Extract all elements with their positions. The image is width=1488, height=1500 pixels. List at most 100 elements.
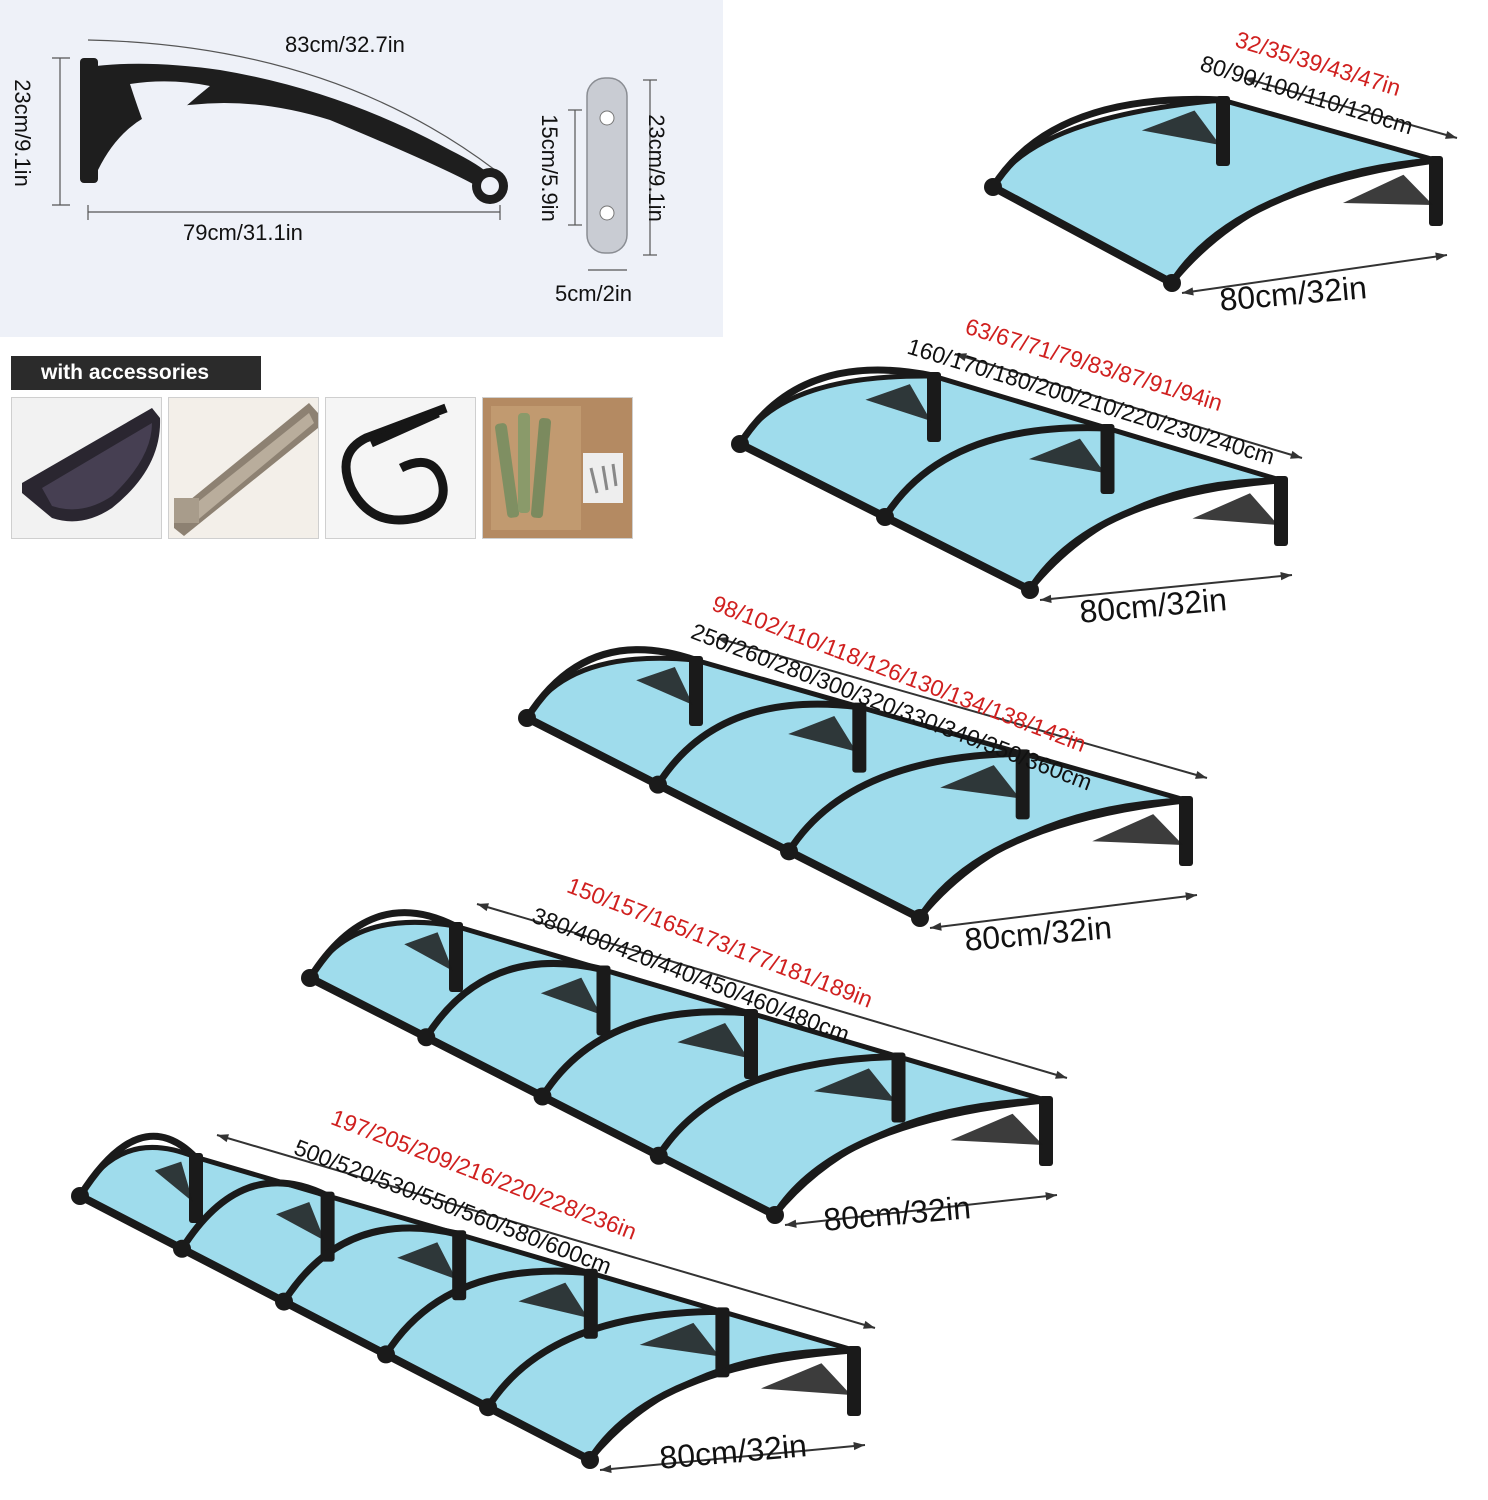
canopy-1-bracket-arm	[990, 95, 1223, 189]
canopy-3-bracket-end	[780, 842, 798, 861]
canopy-3-bracket-arm	[917, 796, 1186, 920]
accessory-anchors	[482, 397, 633, 539]
canopy-5-bracket-end	[173, 1239, 191, 1258]
canopy-2-bracket-arm	[882, 424, 1107, 519]
canopy-3-bracket-web	[788, 716, 857, 752]
canopy-1-bracket-end	[1163, 274, 1181, 292]
canopy-4-bracket-arm	[423, 959, 604, 1040]
canopy-5-bracket-web	[397, 1242, 457, 1280]
canopy-1-depth: 80cm/32in	[1218, 269, 1369, 318]
canopy-2-depth-arrow-head	[1280, 572, 1292, 581]
canopy-2-bracket-plate	[1100, 424, 1115, 494]
canopy-3-bracket-end	[518, 709, 536, 727]
canopy-3-cm: 250/260/280/300/320/330/340/350/360cm	[687, 618, 1096, 796]
canopy-2-bracket-end	[1021, 581, 1039, 599]
canopy-1-bracket-end	[984, 178, 1002, 196]
canopy-5-bracket-arm	[179, 1179, 329, 1251]
accessory-seal	[325, 397, 476, 539]
plate-height-label: 23cm/9.1in	[643, 114, 669, 222]
canopy-3-bracket-plate	[689, 656, 703, 726]
canopy-3-bracket-web	[940, 765, 1020, 799]
canopy-5-bracket-plate	[715, 1307, 730, 1378]
drain-gutter-icon	[12, 398, 161, 538]
canopy-5-panel	[77, 1144, 856, 1463]
canopy-5-bracket-end	[479, 1398, 497, 1417]
canopy-1-width-arrow-head	[1445, 130, 1457, 139]
canopy-1-bracket-web	[1141, 110, 1220, 145]
canopy-5-bracket-arm	[77, 1132, 198, 1198]
canopy-1-bracket-plate	[1216, 96, 1230, 166]
accessories-header: with accessories	[11, 356, 261, 390]
canopy-1-bracket-plate	[1429, 156, 1443, 226]
canopy-2-bracket-plate	[927, 372, 941, 442]
canopy-3-bracket-arm	[786, 749, 1022, 854]
canopy-5-width-arrow-head	[863, 1320, 875, 1329]
canopy-5-bracket-end	[581, 1451, 599, 1469]
canopy-4-bracket-web	[813, 1068, 896, 1102]
canopy-1-depth-arrow-head	[1435, 252, 1447, 261]
canopy-4-bracket-web	[540, 977, 601, 1015]
canopy-5-bracket-end	[377, 1345, 395, 1364]
canopy-5-width-arrow-head	[217, 1134, 229, 1143]
canopy-4-bracket-plate	[449, 922, 463, 992]
canopy-2-bracket-web	[1192, 493, 1278, 525]
canopy-5-bracket-end	[275, 1292, 293, 1311]
bracket-diagram	[52, 39, 657, 271]
hole-spacing-label: 15cm/5.9in	[536, 114, 562, 222]
canopy-4-bracket-web	[950, 1113, 1043, 1145]
canopy-3-depth: 80cm/32in	[963, 909, 1114, 958]
canopy-5-bracket-arm	[485, 1307, 722, 1410]
base-length-label: 79cm/31.1in	[183, 220, 303, 245]
canopy-4-bracket-end	[533, 1087, 552, 1106]
canopy-2-bracket-end	[876, 508, 894, 526]
arc-dimension-line	[87, 39, 496, 171]
canopy-3-bracket-end	[911, 909, 929, 927]
accessory-gutter	[11, 397, 162, 539]
accessories-header-label: with accessories	[41, 361, 210, 384]
canopy-4-bracket-web	[677, 1023, 748, 1058]
canopy-5-bracket-web	[518, 1282, 588, 1318]
canopy-3-bracket-arm	[524, 646, 697, 720]
plate-width-label: 5cm/2in	[555, 281, 633, 306]
bracket-height-label: 23cm/9.1in	[9, 79, 35, 187]
canopy-5-bracket-web	[275, 1201, 325, 1241]
canopy-4-depth-arrow-head	[785, 1219, 797, 1228]
canopy-5-bracket-web	[154, 1161, 193, 1202]
screws-anchors-icon	[483, 398, 632, 538]
canopy-4-bracket-arm	[655, 1053, 898, 1158]
canopy-3-bracket-web	[1092, 814, 1183, 845]
canopy-1-front-bar	[989, 183, 1176, 287]
canopy-3-bracket-end	[649, 775, 667, 794]
canopy-4-bracket-plate	[744, 1009, 758, 1079]
canopy-2-bracket-web	[1028, 438, 1105, 473]
canopy-5-bracket-web	[760, 1363, 851, 1395]
canopy-2-bracket-arm	[1027, 476, 1281, 592]
canopy-2-depth-arrow-head	[1040, 594, 1052, 603]
canopy-2-depth: 80cm/32in	[1078, 581, 1229, 630]
rubber-seal-icon	[326, 398, 475, 538]
canopy-5-bracket-plate	[320, 1191, 335, 1262]
canopy-2-width-arrow-head	[1290, 450, 1302, 459]
canopy-4-bracket-web	[404, 932, 453, 971]
bracket-icon	[80, 58, 508, 204]
canopy-1-bracket-arm	[1169, 156, 1436, 285]
canopy-4-width-arrow-head	[1055, 1070, 1067, 1079]
canopy-1-depth-arrow-head	[1182, 287, 1194, 296]
canopy-5-depth: 80cm/32in	[658, 1427, 809, 1476]
canopy-5-depth-arrow-head	[853, 1441, 865, 1451]
canopy-5-bracket-end	[71, 1187, 89, 1205]
canopy-4-bracket-plate	[1039, 1096, 1053, 1166]
canopy-4-bracket-end	[766, 1206, 784, 1224]
canopy-4-bracket-end	[417, 1028, 436, 1047]
canopy-4-depth: 80cm/32in	[822, 1189, 973, 1238]
canopy-5-depth-arrow-head	[600, 1464, 612, 1474]
canopy-2-front-bar	[736, 440, 1034, 594]
canopy-3-depth-arrow-head	[1185, 892, 1197, 901]
canopy-2-bracket-web	[865, 384, 931, 421]
canopy-5-bracket-arm	[383, 1267, 591, 1357]
canopy-4-bracket-plate	[891, 1052, 906, 1123]
canopy-5-bracket-plate	[452, 1230, 467, 1301]
canopy-3-width-arrow-head	[1195, 770, 1207, 779]
canopy-4-depth-arrow-head	[1045, 1192, 1057, 1201]
canopy-2-bracket-arm	[737, 366, 934, 446]
